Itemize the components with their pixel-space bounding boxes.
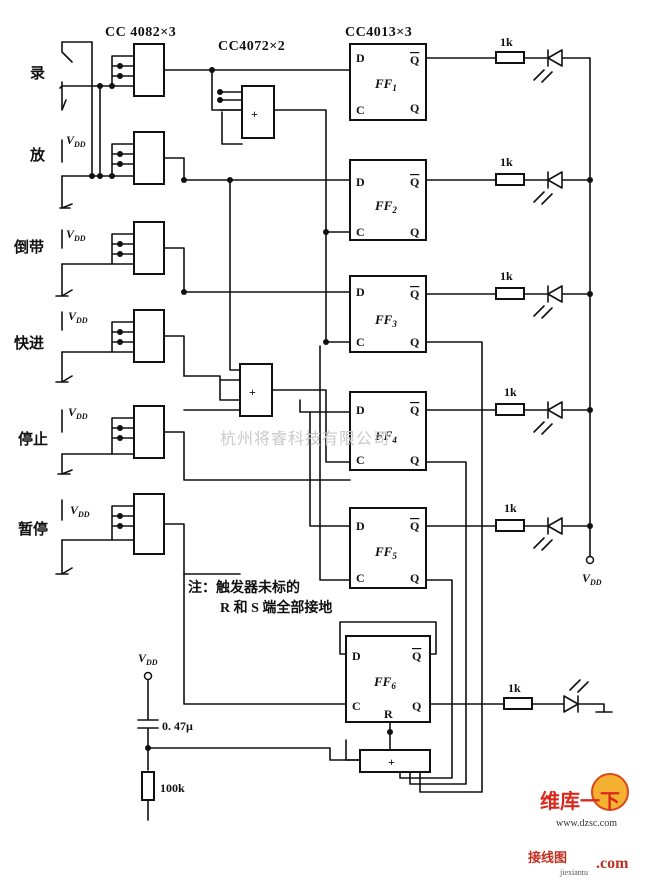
flipflop-1	[349, 43, 427, 121]
resistor-label-5: 1k	[504, 501, 517, 515]
and-gate-3	[133, 221, 165, 275]
svg-text:Q: Q	[410, 287, 419, 301]
flipflops: D C Q Q FF1 D C Q Q FF2 D C Q Q FF3 D C …	[183, 43, 483, 793]
resistor-100k-label: 100k	[160, 781, 185, 795]
svg-text:D: D	[356, 403, 365, 417]
svg-text:VDD: VDD	[70, 503, 90, 519]
svg-text:C: C	[356, 335, 365, 349]
and-gate-6	[133, 493, 165, 555]
input-bus	[61, 41, 113, 541]
svg-text:C: C	[356, 103, 365, 117]
svg-text:Q: Q	[410, 403, 419, 417]
input-label-stop: 停止	[18, 430, 48, 448]
svg-text:Q: Q	[410, 453, 419, 467]
input-label-record: 录	[30, 65, 45, 82]
or-gates: + + +	[183, 57, 431, 773]
flipflop-6	[345, 635, 431, 723]
svg-text:C: C	[356, 571, 365, 585]
svg-text:FF6: FF6	[373, 674, 396, 691]
note-line-2: R 和 S 端全部接地	[220, 599, 332, 616]
logo-line-5: .com	[596, 855, 629, 872]
svg-text:+: +	[249, 385, 256, 399]
input-switches	[55, 41, 113, 575]
svg-text:VDD: VDD	[66, 227, 86, 243]
svg-text:D: D	[352, 649, 361, 663]
svg-text:C: C	[352, 699, 361, 713]
input-label-rewind: 倒带	[13, 238, 44, 256]
vdd-labels: VDD VDD VDD VDD VDD	[66, 133, 90, 519]
svg-text:C: C	[356, 453, 365, 467]
svg-text:FF1: FF1	[374, 76, 397, 93]
svg-text:D: D	[356, 285, 365, 299]
input-label-pause: 暂停	[18, 520, 48, 538]
and-gate-2	[133, 131, 165, 185]
vdd-right: VDD	[582, 571, 602, 587]
resistor-label-3: 1k	[500, 269, 513, 283]
svg-text:VDD: VDD	[68, 405, 88, 421]
svg-text:Q: Q	[410, 571, 419, 585]
svg-text:FF5: FF5	[374, 544, 397, 561]
svg-text:FF2: FF2	[374, 198, 397, 215]
flipflop-5	[349, 507, 427, 589]
svg-text:+: +	[251, 107, 258, 121]
and-gate-header: CC 4082×3	[105, 25, 176, 40]
svg-text:D: D	[356, 51, 365, 65]
svg-text:Q: Q	[410, 519, 419, 533]
input-label-fastforward: 快进	[14, 334, 44, 352]
or-gate-header: CC4072×2	[218, 39, 285, 54]
rc-reset	[137, 671, 361, 821]
vdd-bottom: VDD	[138, 651, 158, 667]
svg-text:C: C	[356, 225, 365, 239]
and-gate-1	[133, 43, 165, 97]
or-gate-1	[241, 85, 275, 139]
watermark-text: 杭州将睿科技有限公司	[220, 430, 390, 448]
svg-text:Q: Q	[410, 53, 419, 67]
resistor-label-6: 1k	[508, 681, 521, 695]
flipflop-3	[349, 275, 427, 353]
logo-line-3: 接线图	[528, 850, 567, 865]
svg-text:R: R	[384, 707, 393, 721]
logo-line-1: 维库一下	[540, 789, 620, 813]
capacitor-label: 0. 47μ	[162, 719, 193, 733]
resistor-label-1: 1k	[500, 35, 513, 49]
svg-text:FF4: FF4	[374, 428, 397, 445]
svg-text:D: D	[356, 175, 365, 189]
or-gate-2	[239, 363, 273, 417]
svg-text:Q: Q	[412, 699, 421, 713]
logo-line-2: www.dzsc.com	[556, 818, 617, 829]
flipflop-2	[349, 159, 427, 241]
and-gate-4	[133, 309, 165, 363]
flipflop-4	[349, 391, 427, 471]
led-outputs	[425, 49, 613, 713]
or-gate-3	[359, 749, 431, 773]
resistor-label-2: 1k	[500, 155, 513, 169]
svg-text:FF3: FF3	[374, 312, 397, 329]
note-line-1: 注：触发器未标的	[188, 579, 300, 596]
and-gate-5	[133, 405, 165, 459]
svg-text:Q: Q	[410, 225, 419, 239]
svg-text:Q: Q	[410, 101, 419, 115]
input-label-play: 放	[29, 146, 46, 164]
svg-text:D: D	[356, 519, 365, 533]
svg-text:Q: Q	[412, 649, 421, 663]
svg-text:Q: Q	[410, 335, 419, 349]
svg-text:+: +	[388, 755, 395, 769]
resistor-label-4: 1k	[504, 385, 517, 399]
svg-text:Q: Q	[410, 175, 419, 189]
svg-text:VDD: VDD	[66, 133, 86, 149]
flipflop-header: CC4013×3	[345, 25, 412, 40]
svg-text:VDD: VDD	[68, 309, 88, 325]
site-logo: 维库一下 www.dzsc.com 接线图 jiexiantu .com	[528, 773, 629, 877]
and-gates	[111, 43, 351, 575]
logo-line-4: jiexiantu	[559, 868, 588, 877]
